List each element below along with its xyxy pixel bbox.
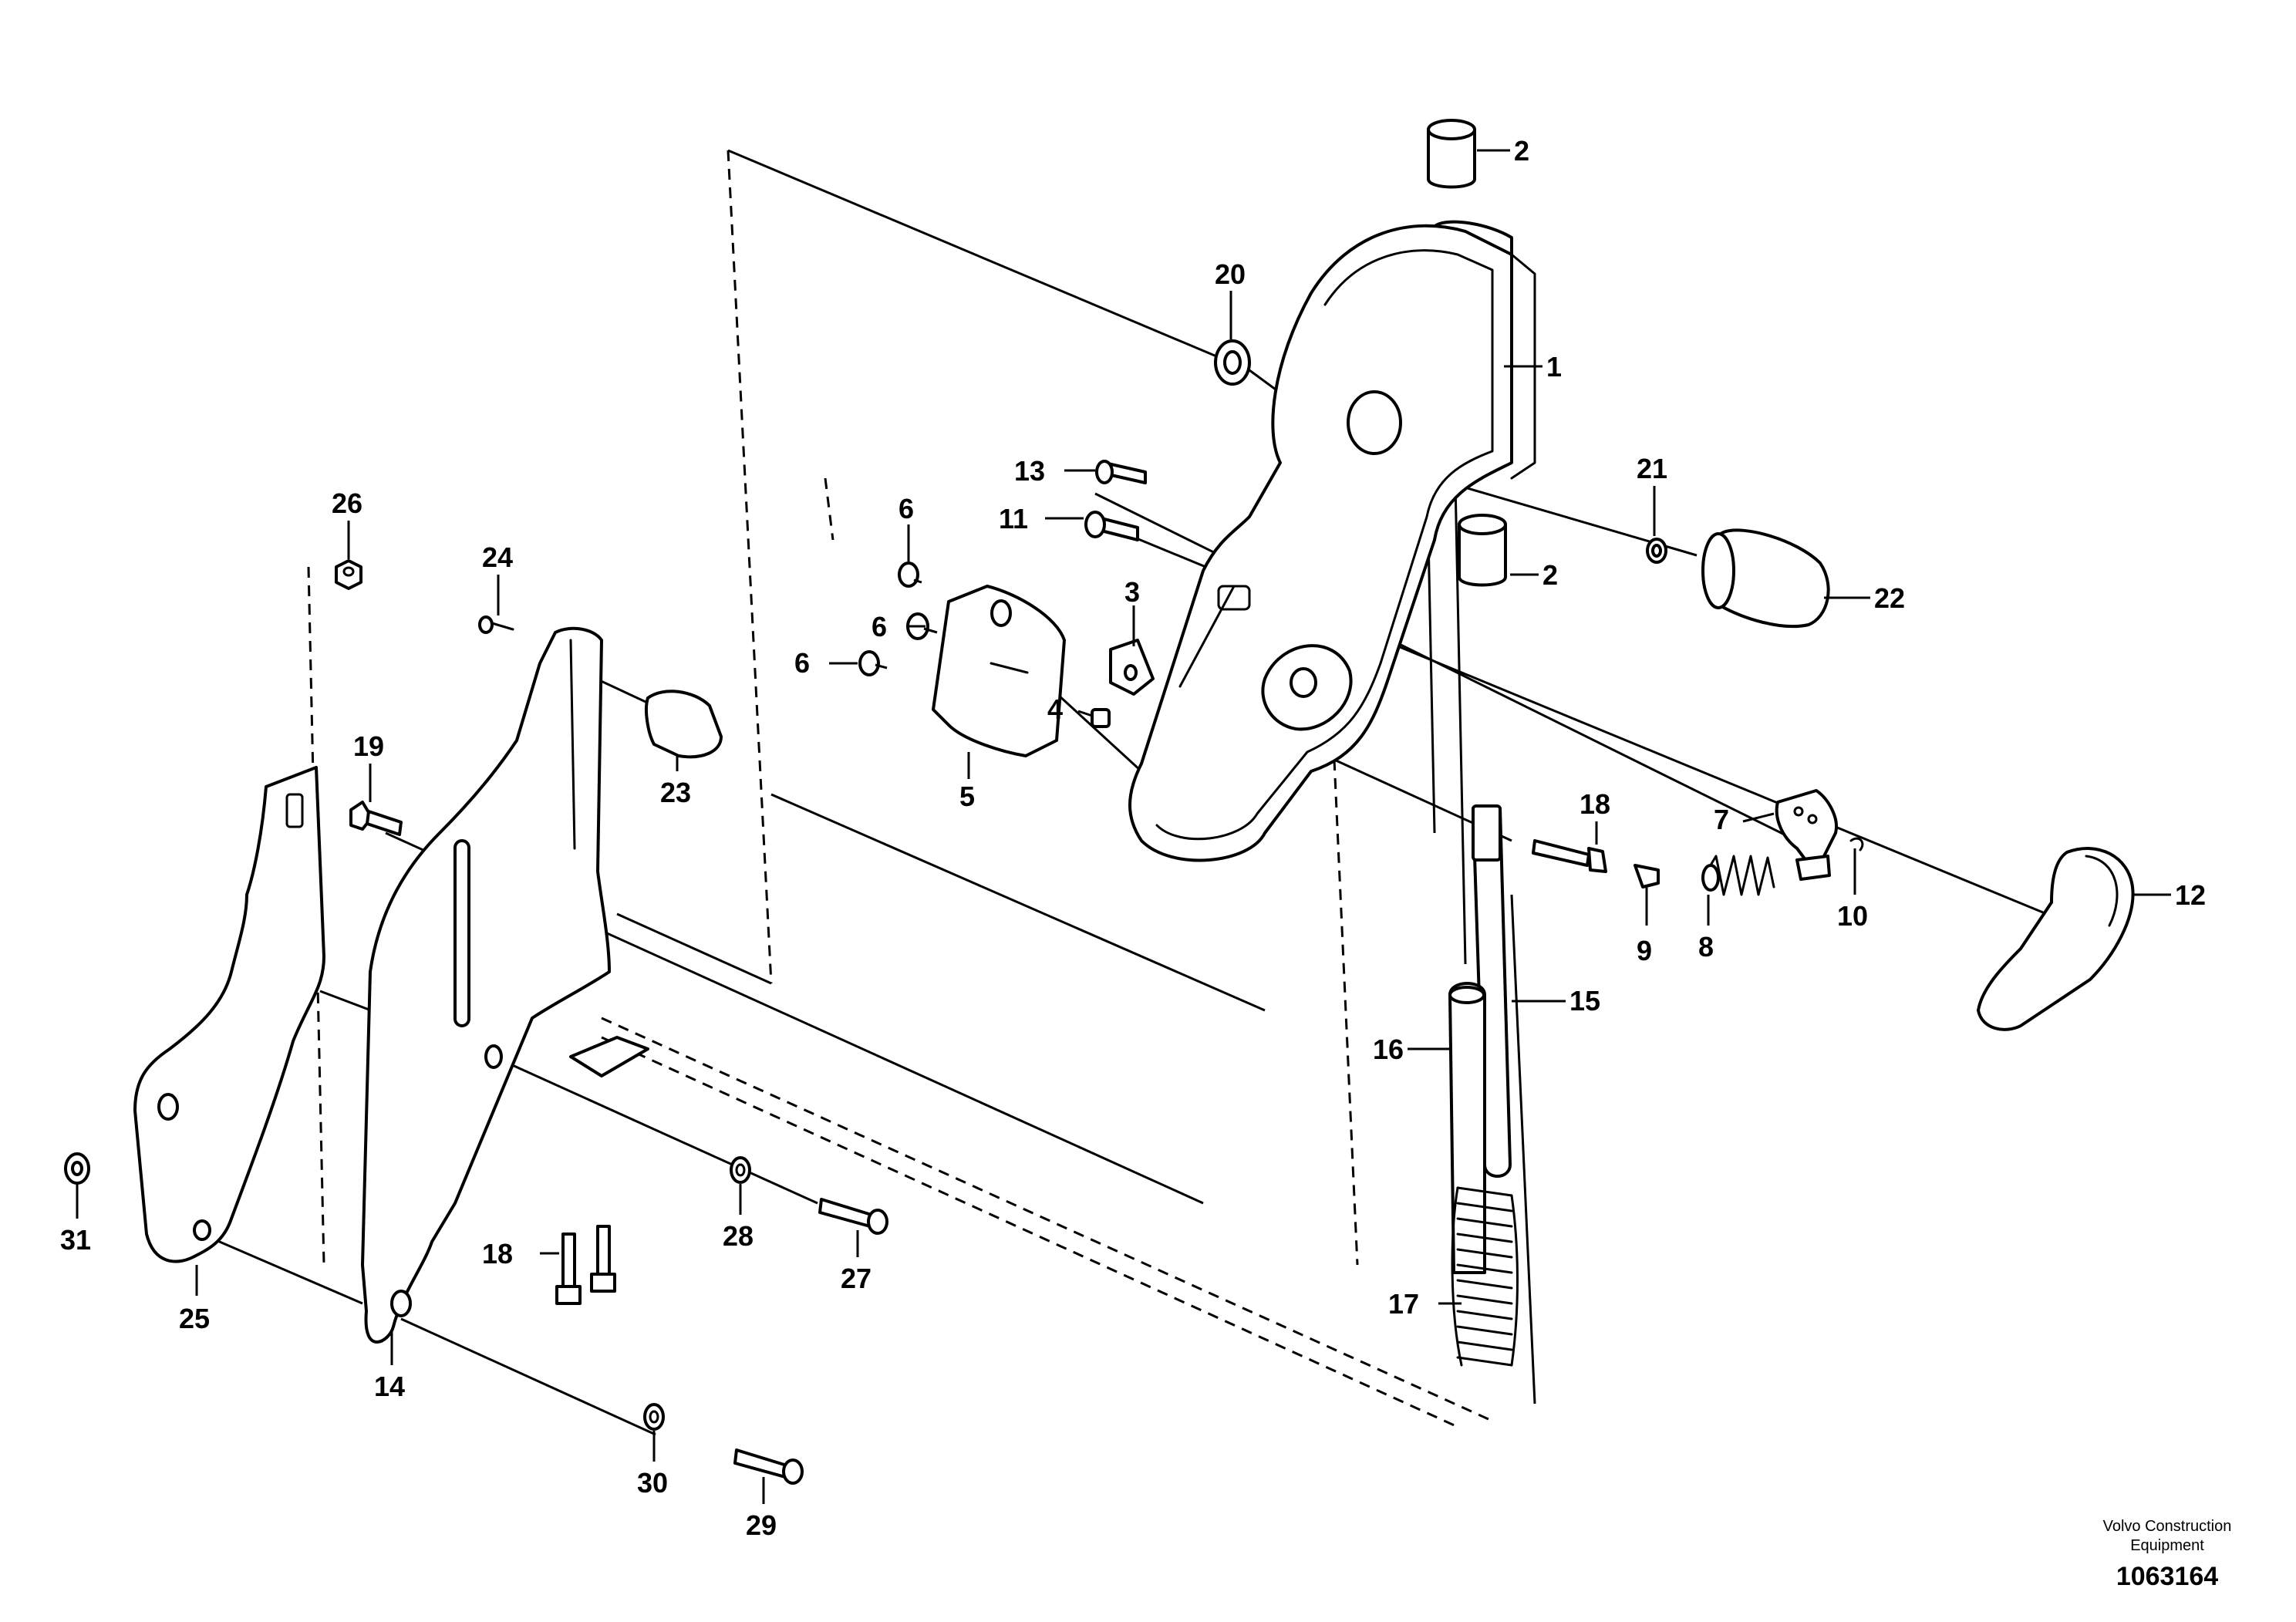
part-20-washer	[1214, 339, 1251, 386]
callout-20: 20	[1215, 258, 1246, 290]
callout-12: 12	[2175, 879, 2206, 911]
part-12-handle	[1977, 847, 2135, 1031]
callout-26: 26	[332, 487, 362, 519]
callout-11: 11	[999, 503, 1028, 534]
callout-8: 8	[1698, 931, 1714, 963]
callout-5: 5	[959, 781, 975, 812]
callout-18-lower: 18	[482, 1238, 513, 1270]
part-30-washer	[643, 1403, 665, 1431]
part-16-rod	[1448, 982, 1486, 1274]
part-31-washer	[64, 1152, 90, 1185]
callout-24: 24	[482, 541, 513, 573]
callout-16: 16	[1373, 1034, 1404, 1065]
callout-1: 1	[1546, 351, 1562, 383]
callout-9: 9	[1637, 935, 1652, 966]
part-24-screw	[478, 615, 514, 634]
part-14-bracket	[361, 626, 649, 1344]
callout-31: 31	[60, 1224, 91, 1256]
part-17-spring	[1451, 1186, 1519, 1367]
callout-7: 7	[1714, 804, 1729, 835]
part-25-plate	[133, 766, 325, 1263]
callout-22: 22	[1874, 582, 1905, 614]
brand-line-2: Equipment	[2130, 1537, 2204, 1554]
part-29-screw	[733, 1448, 804, 1485]
part-11-screw	[1084, 511, 1139, 541]
callout-6-c: 6	[794, 647, 810, 679]
part-2-bushing-top	[1427, 119, 1476, 189]
part-10-clip	[1849, 837, 1864, 851]
part-13-screw	[1095, 460, 1147, 484]
part-6-bolt-a	[898, 561, 922, 588]
document-number: 1063164	[2116, 1562, 2218, 1591]
part-23-cap	[645, 690, 723, 759]
callout-3: 3	[1124, 576, 1140, 608]
callout-30: 30	[637, 1467, 668, 1499]
part-27-screw	[818, 1198, 888, 1235]
callout-labels: 1 2 2 3 4 5 6 6 6 7 8 9 10 11 12 13 14 1…	[60, 135, 2206, 1541]
callout-27: 27	[841, 1263, 872, 1294]
part-6-bolt-c	[858, 650, 888, 676]
callout-6-b: 6	[872, 611, 887, 642]
part-28-washer	[730, 1156, 751, 1184]
assembly-dashed-lines	[307, 150, 1489, 1428]
callout-28: 28	[723, 1220, 754, 1252]
callout-29: 29	[746, 1509, 777, 1541]
part-18-bolt-right	[1532, 839, 1607, 873]
part-21-washer	[1646, 538, 1667, 564]
part-4-pin	[1091, 708, 1111, 728]
callout-2-top: 2	[1514, 135, 1529, 167]
part-5-plate	[932, 585, 1066, 757]
part-8-spring	[1701, 855, 1775, 896]
part-7-bracket	[1775, 789, 1838, 881]
callout-leaders	[76, 149, 2171, 1504]
part-18-bolts-lower	[555, 1225, 616, 1305]
part-9-pin	[1633, 864, 1660, 889]
callout-15: 15	[1569, 985, 1600, 1017]
callout-4: 4	[1047, 693, 1063, 725]
callout-23: 23	[660, 777, 691, 808]
brand-line-1: Volvo Construction	[2103, 1518, 2232, 1535]
part-2-bushing-lower	[1458, 514, 1507, 587]
callout-13: 13	[1014, 455, 1045, 487]
part-1-lever-housing	[1128, 220, 1536, 862]
callout-14: 14	[374, 1371, 405, 1402]
callout-17: 17	[1388, 1288, 1419, 1320]
callout-18-right: 18	[1580, 788, 1610, 820]
callout-2-lower: 2	[1542, 559, 1558, 591]
callout-6-a: 6	[899, 493, 914, 524]
part-19-bolt	[349, 801, 403, 836]
part-26-nut	[335, 559, 362, 590]
callout-19: 19	[353, 730, 384, 762]
callout-25: 25	[179, 1303, 210, 1334]
callout-10: 10	[1837, 900, 1868, 932]
part-22-knob	[1701, 528, 1830, 629]
part-3-block	[1109, 639, 1155, 696]
footer-block: Volvo Construction Equipment 1063164	[2103, 1518, 2232, 1591]
callout-21: 21	[1637, 453, 1667, 484]
